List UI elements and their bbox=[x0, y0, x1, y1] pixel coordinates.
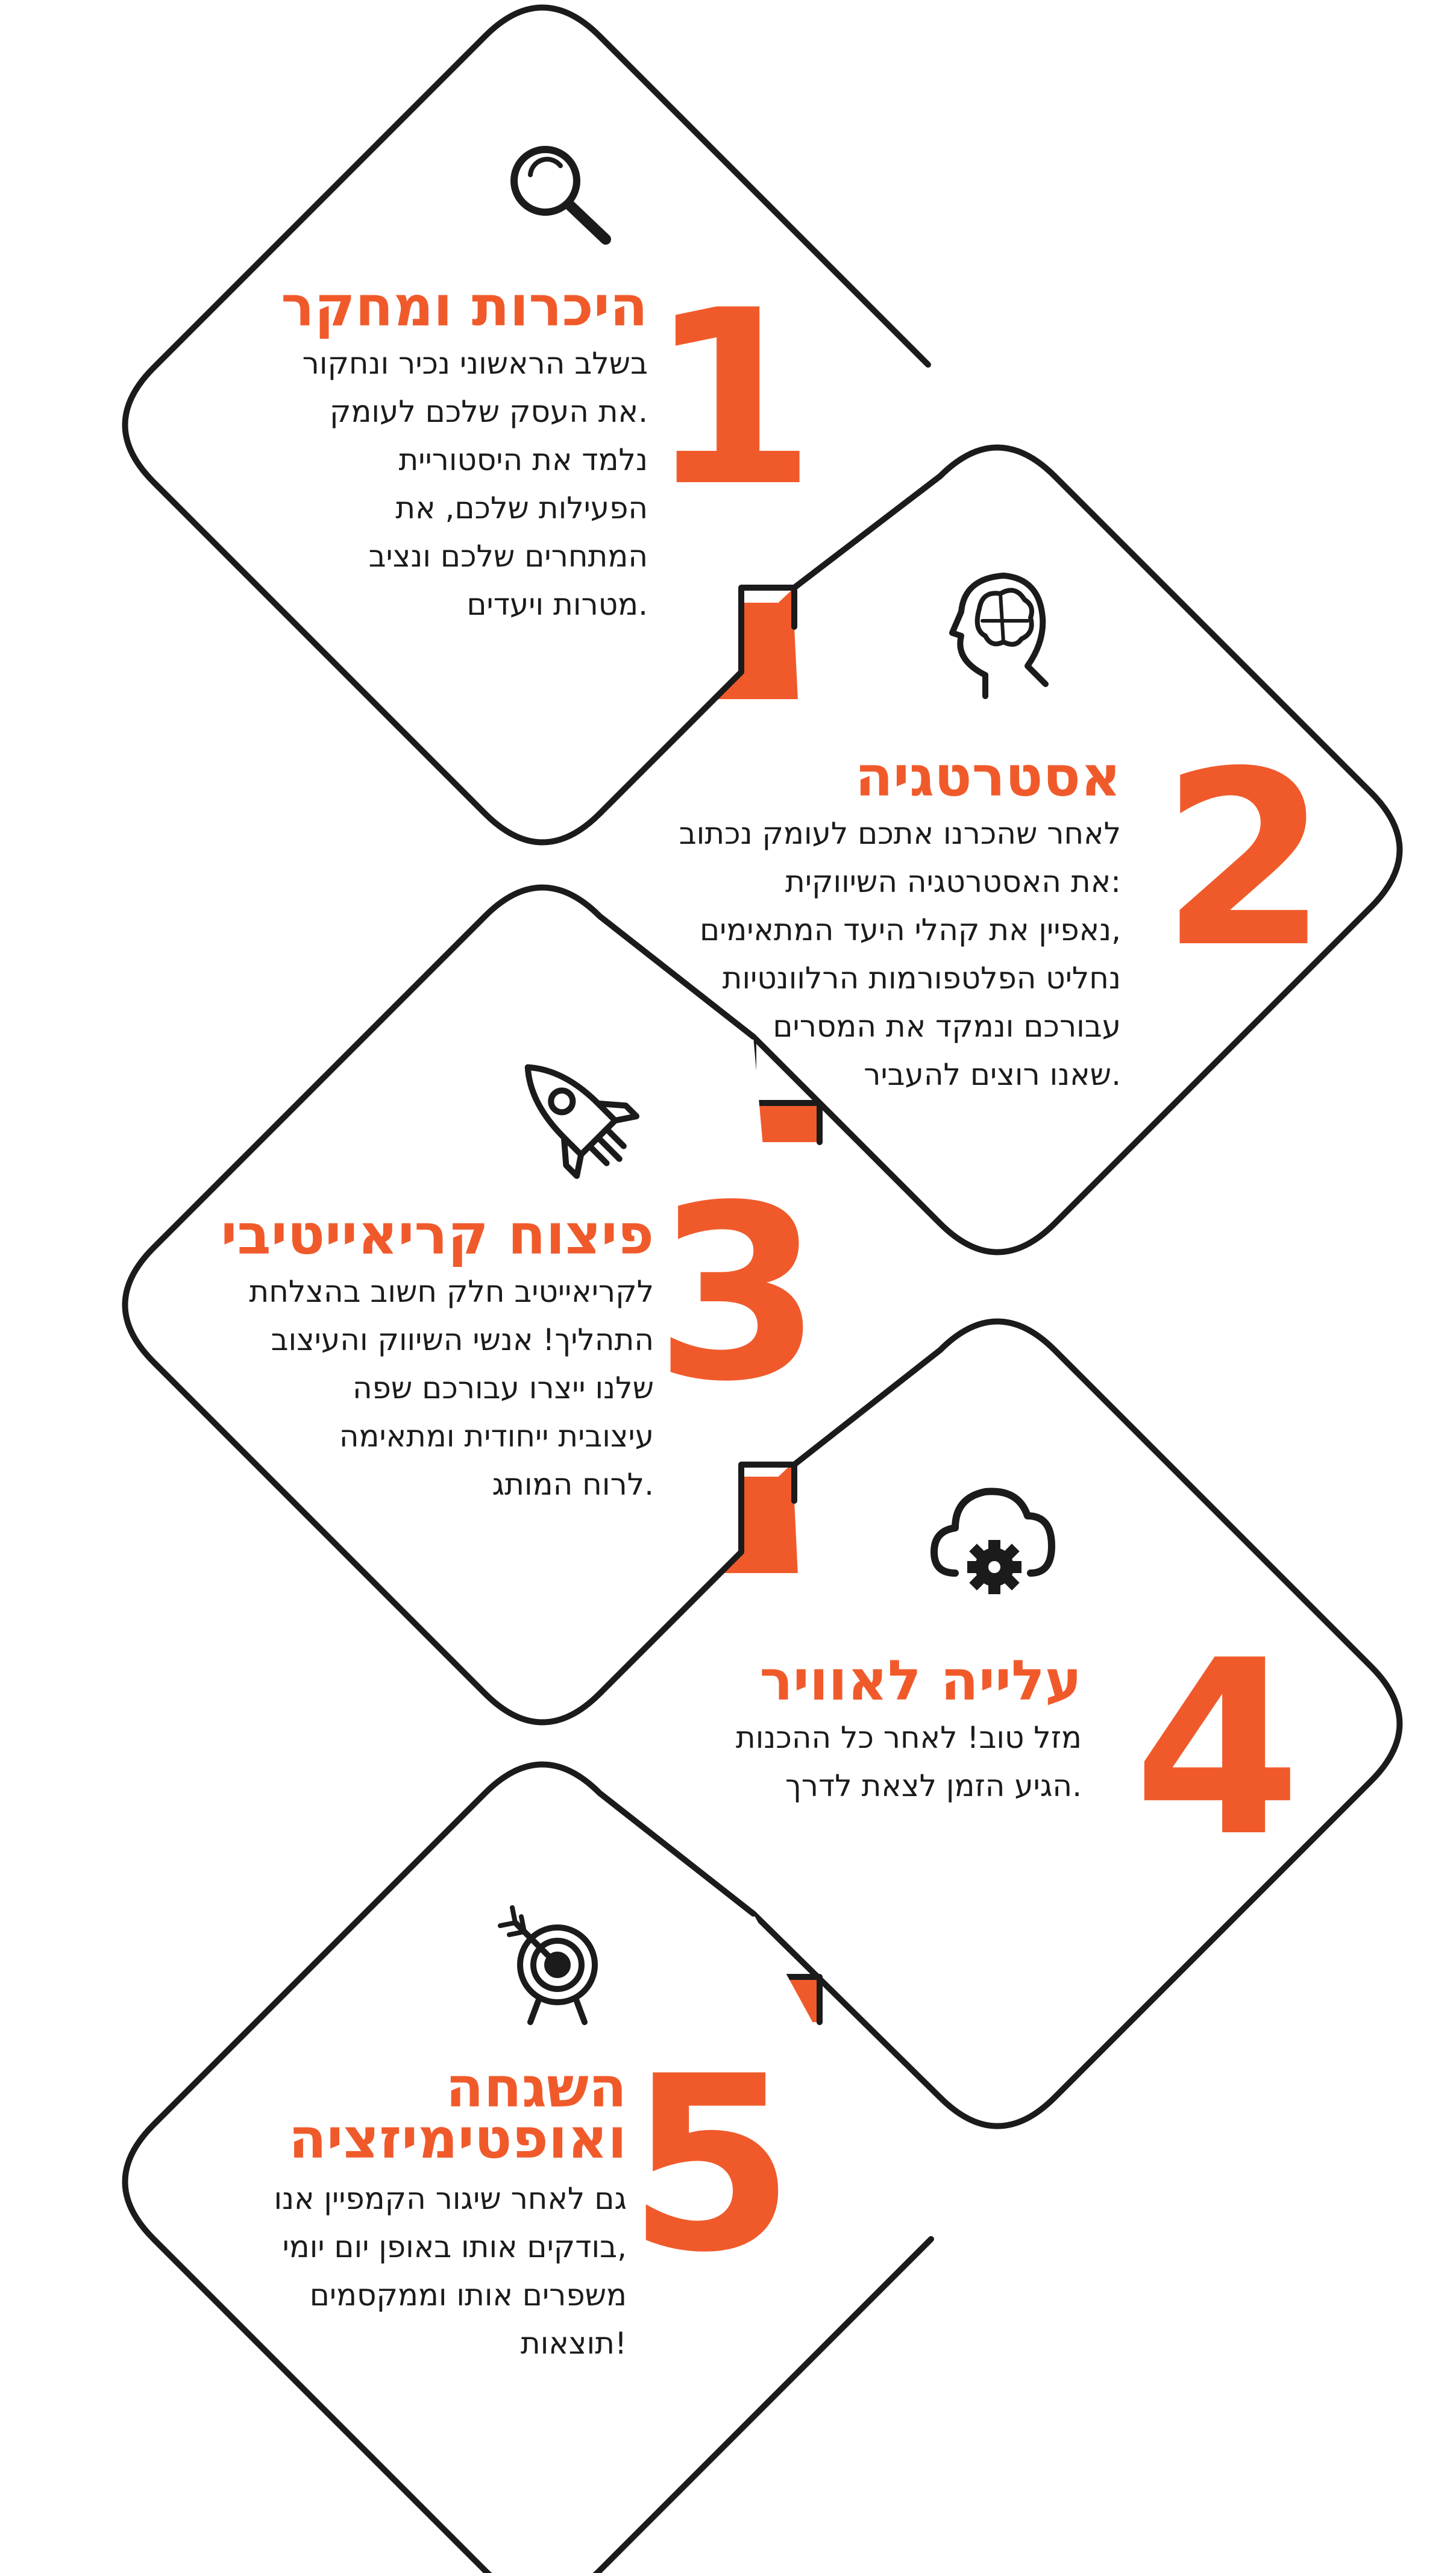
step-1-line-1: בשלב הראשוני נכיר ונחקור bbox=[303, 346, 648, 381]
step-1-line-3: נלמד את היסטוריית bbox=[398, 442, 648, 477]
step-number-5: 5 bbox=[627, 2025, 795, 2305]
step-4-title: עלייה לאוויר bbox=[759, 1648, 1082, 1713]
step-5-title-line-1: השגחה bbox=[446, 2055, 627, 2120]
step-2-line-1: לאחר שהכרנו אתכם לעומק נכתוב bbox=[679, 816, 1121, 851]
step-numbers: 1 2 3 4 5 bbox=[627, 259, 1328, 2305]
step-1-line-4: הפעילות שלכם, את bbox=[395, 491, 648, 526]
step-5-line-1: גם לאחר שיגור הקמפיין אנו bbox=[274, 2181, 627, 2216]
step-5-line-2: בודקים אותו באופן יום יומי, bbox=[283, 2229, 627, 2264]
step-4-content: עלייה לאוויר מזל טוב! לאחר כל ההכנות הגי… bbox=[736, 1648, 1082, 1803]
brain-head-icon bbox=[949, 573, 1049, 699]
diamond-3 bbox=[122, 884, 797, 1726]
step-number-4: 4 bbox=[1134, 1609, 1301, 1890]
step-3-line-2: התהליך! אנשי השיווק והעיצוב bbox=[271, 1322, 654, 1357]
step-2-line-5: עבורכם ונמקד את המסרים bbox=[773, 1009, 1121, 1044]
step-3-title: פיצוח קריאייטיבי bbox=[221, 1202, 654, 1267]
step-3-line-4: עיצובית ייחודית ומתאימה bbox=[339, 1419, 654, 1454]
step-1-line-2: את העסק שלכם לעומק. bbox=[330, 394, 648, 429]
step-number-3: 3 bbox=[654, 1154, 822, 1434]
step-number-1: 1 bbox=[648, 259, 816, 539]
step-2-line-4: נחליט הפלטפורמות הרלוונטיות bbox=[723, 961, 1121, 996]
diamond-4 bbox=[750, 1318, 1403, 2129]
step-3-content: פיצוח קריאייטיבי לקריאייטיב חלק חשוב בהצ… bbox=[221, 1202, 654, 1502]
step-2-title: אסטרטגיה bbox=[855, 744, 1121, 809]
step-1-content: היכרות ומחקר בשלב הראשוני נכיר ונחקור את… bbox=[281, 274, 648, 622]
step-2-line-6: שאנו רוצים להעביר. bbox=[864, 1057, 1121, 1092]
diamond-5 bbox=[122, 1761, 934, 2573]
magnifier-icon bbox=[510, 146, 611, 245]
step-5-title-line-2: ואופטימיזציה bbox=[289, 2106, 627, 2171]
step-2-line-2: את האסטרטגיה השיווקית: bbox=[785, 864, 1121, 899]
step-1-title: היכרות ומחקר bbox=[281, 274, 648, 339]
step-3-line-3: שלנו ייצרו עבורכם שפה bbox=[353, 1371, 654, 1406]
step-4-line-2: הגיע הזמן לצאת לדרך. bbox=[785, 1768, 1082, 1803]
diamond-2 bbox=[750, 444, 1403, 1255]
step-5-content: השגחה ואופטימיזציה גם לאחר שיגור הקמפיין… bbox=[274, 2055, 627, 2361]
diamond-1 bbox=[122, 4, 931, 846]
step-3-line-5: לרוח המותג. bbox=[492, 1467, 654, 1502]
step-2-line-3: נאפיין את קהלי היעד המתאימים, bbox=[700, 913, 1121, 947]
step-4-line-1: מזל טוב! לאחר כל ההכנות bbox=[736, 1720, 1082, 1755]
step-number-2: 2 bbox=[1161, 720, 1328, 1001]
step-3-line-1: לקריאייטיב חלק חשוב בהצלחת bbox=[249, 1274, 654, 1309]
step-1-line-5: המתחרים שלכם ונציב bbox=[369, 539, 648, 574]
target-arrow-icon bbox=[498, 1905, 598, 2025]
diamonds bbox=[122, 4, 1403, 2573]
step-5-line-4: תוצאות! bbox=[521, 2326, 627, 2361]
step-1-line-6: מטרות ויעדים. bbox=[466, 587, 648, 622]
rocket-icon bbox=[524, 1064, 640, 1180]
step-5-line-3: משפרים אותו וממקסמים bbox=[310, 2278, 627, 2313]
step-2-content: אסטרטגיה לאחר שהכרנו אתכם לעומק נכתוב את… bbox=[679, 744, 1121, 1092]
